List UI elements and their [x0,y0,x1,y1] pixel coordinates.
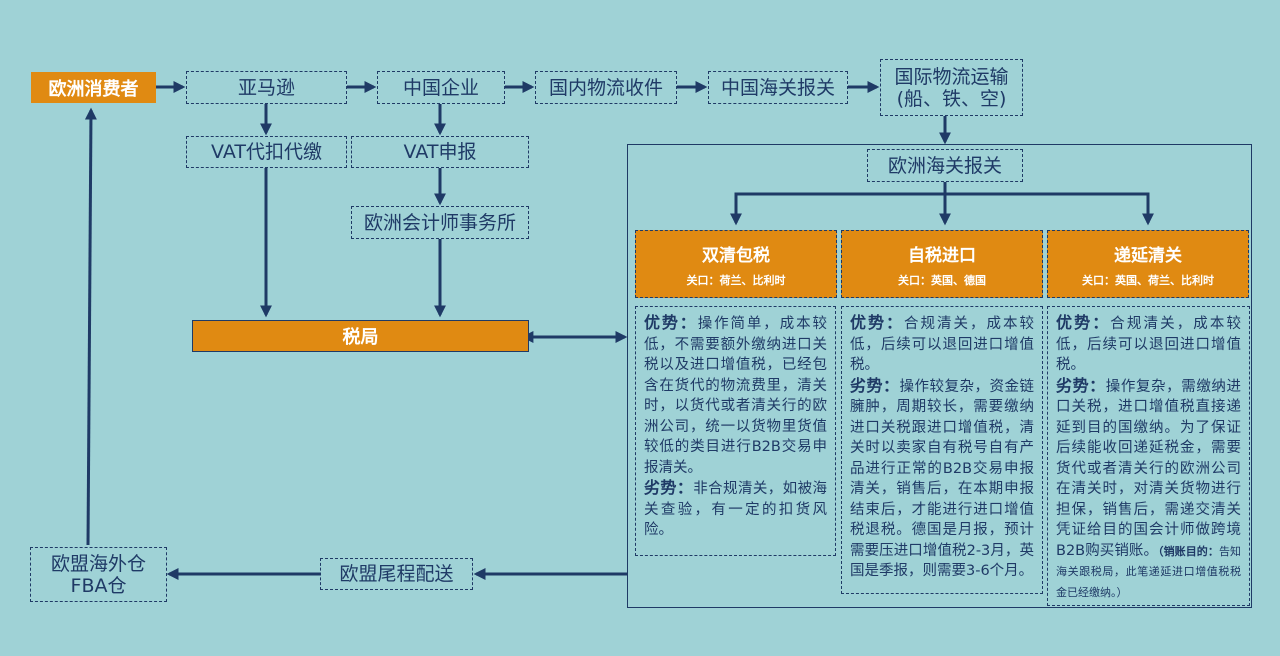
node-eu-consumer: 欧洲消费者 [31,72,156,103]
option-header-self-import: 自税进口 关口：英国、德国 [841,230,1043,298]
cons-paragraph: 劣势：操作较复杂，资金链臃肿，周期较长，需要缴纳进口关税跟进口增值税，清关时以卖… [850,376,1034,582]
note-body: 告知海关跟税局，此笔递延进口增值税税金已经缴纳。） [1056,544,1242,599]
warehouse-line1: 欧盟海外仓 [50,552,146,575]
pros-paragraph: 优势：操作简单，成本较低，不需要额外缴纳进口关税以及进口增值税，已经包含在货代的… [644,313,827,478]
intl-logistics-line2: (船、铁、空) [896,87,1007,110]
option-title: 双清包税 [702,246,770,266]
intl-logistics-line1: 国际物流运输 [894,65,1009,88]
cons-paragraph: 劣势：操作复杂，需缴纳进口关税，进口增值税直接递延到目的国缴纳。为了保证后续能收… [1056,376,1241,603]
option-body-deferred-clearance: 优势：合规清关，成本较低，后续可以退回进口增值税。 劣势：操作复杂，需缴纳进口关… [1047,306,1250,606]
node-vat-withhold: VAT代扣代缴 [186,136,347,168]
node-last-mile: 欧盟尾程配送 [320,558,473,590]
pros-paragraph: 优势：合规清关，成本较低，后续可以退回进口增值税。 [1056,313,1241,376]
option-ports: 关口：英国、荷兰、比利时 [1082,274,1214,287]
pros-paragraph: 优势：合规清关，成本较低，后续可以退回进口增值税。 [850,313,1034,376]
branch-connector [734,192,1150,222]
note-text: （销账目的：告知海关跟税局，此笔递延进口增值税税金已经缴纳。） [1056,545,1241,599]
node-eu-accounting: 欧洲会计师事务所 [351,206,529,239]
cons-paragraph: 劣势：非合规清关，如被海关查验，有一定的扣货风险。 [644,478,827,541]
cons-label: 劣势： [644,478,694,497]
option-title: 递延清关 [1114,246,1182,266]
option-body-double-clearance: 优势：操作简单，成本较低，不需要额外缴纳进口关税以及进口增值税，已经包含在货代的… [635,306,836,556]
cons-label: 劣势： [1056,375,1106,395]
option-header-deferred-clearance: 递延清关 关口：英国、荷兰、比利时 [1047,230,1249,298]
pros-text: 合规清关，成本较低，后续可以退回进口增值税。 [1056,316,1241,373]
pros-text: 合规清关，成本较低，后续可以退回进口增值税。 [850,316,1034,373]
option-body-self-import: 优势：合规清关，成本较低，后续可以退回进口增值税。 劣势：操作较复杂，资金链臃肿… [841,306,1043,594]
eu-customs-options-frame [627,144,1252,608]
cons-text: 操作较复杂，资金链臃肿，周期较长，需要缴纳进口关税跟进口增值税，清关时以卖家自有… [850,378,1034,580]
note-label: （销账目的： [1158,544,1219,558]
option-title: 自税进口 [908,246,976,266]
warehouse-line2: FBA仓 [70,574,127,597]
node-tax-bureau: 税局 [192,320,529,352]
node-china-company: 中国企业 [377,71,505,104]
cons-label: 劣势： [850,375,900,395]
cons-text: 操作复杂，需缴纳进口关税，进口增值税直接递延到目的国缴纳。为了保证后续能收回递延… [1056,378,1241,559]
option-header-double-clearance: 双清包税 关口：荷兰、比利时 [635,230,837,298]
pros-text: 操作简单，成本较低，不需要额外缴纳进口关税以及进口增值税，已经包含在货代的物流费… [644,316,827,476]
pros-label: 优势： [1056,313,1111,332]
node-vat-declare: VAT申报 [351,136,529,168]
node-amazon: 亚马逊 [186,71,347,104]
arrow-warehouse-consumer [84,107,97,546]
option-ports: 关口：荷兰、比利时 [686,274,786,287]
node-warehouse: 欧盟海外仓 FBA仓 [30,547,167,602]
pros-label: 优势： [850,313,904,332]
node-china-customs: 中国海关报关 [708,71,848,104]
pros-label: 优势： [644,313,698,332]
option-ports: 关口：英国、德国 [898,274,986,287]
cons-text: 非合规清关，如被海关查验，有一定的扣货风险。 [644,481,827,538]
node-eu-customs: 欧洲海关报关 [867,149,1023,182]
node-domestic-logistics: 国内物流收件 [535,71,677,104]
node-intl-logistics: 国际物流运输 (船、铁、空) [880,59,1023,116]
